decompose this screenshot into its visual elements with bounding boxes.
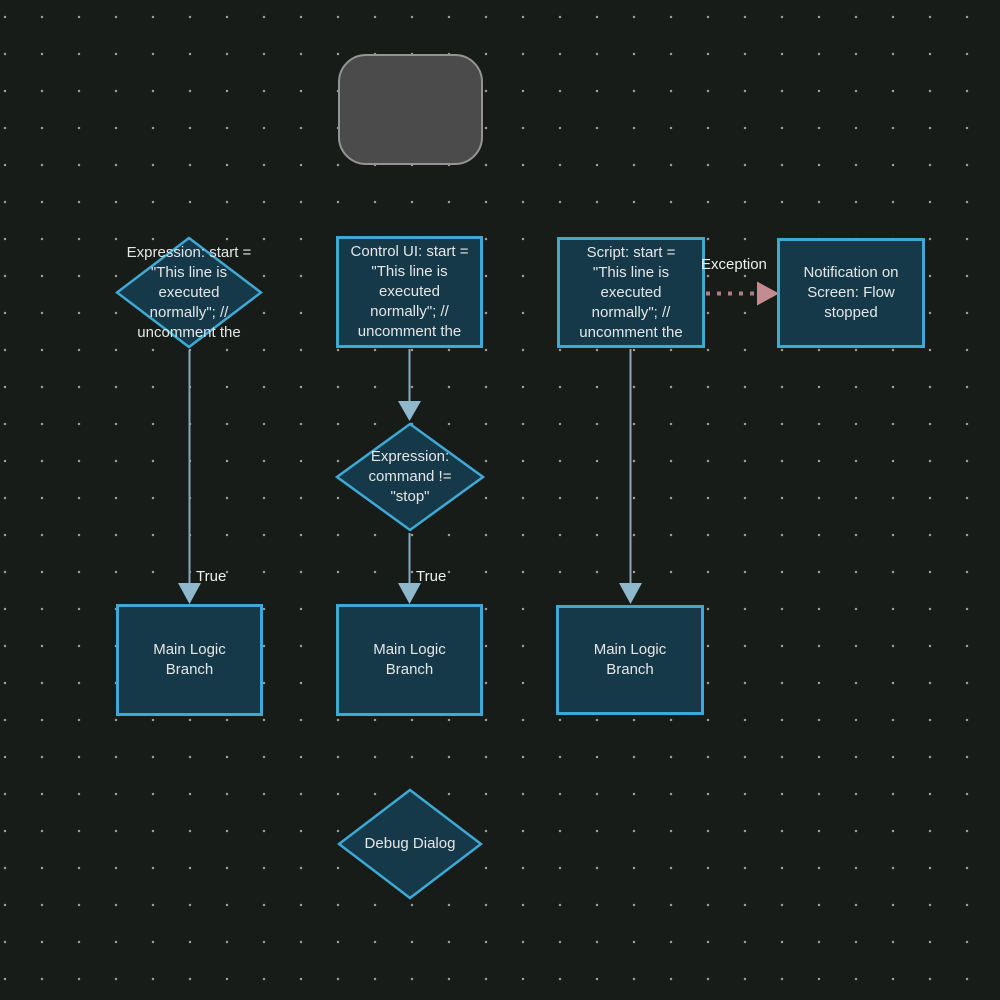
edge-label-true-1: True — [196, 568, 227, 585]
edge-expression-command-to-main-logic-2[interactable] — [398, 533, 421, 604]
node-debug-dialog[interactable]: Debug Dialog — [337, 788, 483, 900]
node-main-logic-2[interactable]: Main Logic Branch — [336, 604, 483, 716]
node-notification[interactable]: Notification on Screen: Flow stopped — [777, 238, 925, 348]
node-main-logic-1[interactable]: Main Logic Branch — [116, 604, 263, 716]
node-label: Control UI: start = "This line is execut… — [350, 243, 469, 340]
edge-label-true-2: True — [416, 568, 447, 585]
arrowhead-icon — [398, 583, 421, 604]
edge-label-exception: Exception — [701, 256, 767, 273]
diamond-shape — [337, 788, 483, 900]
arrowhead-icon — [757, 281, 779, 306]
node-start[interactable] — [338, 54, 483, 165]
edge-script-to-notification-exception[interactable] — [706, 281, 779, 306]
node-label: Main Logic Branch — [593, 641, 667, 678]
arrowhead-icon — [619, 583, 642, 604]
node-control-ui[interactable]: Control UI: start = "This line is execut… — [336, 236, 483, 348]
node-label: Main Logic Branch — [373, 641, 446, 678]
arrowhead-icon — [178, 583, 201, 604]
node-main-logic-3[interactable]: Main Logic Branch — [556, 605, 704, 715]
arrowhead-icon — [398, 401, 421, 421]
node-label: Script: start = "This line is executed n… — [579, 243, 683, 341]
edge-expression-start-to-main-logic-1[interactable] — [178, 350, 201, 604]
edge-script-to-main-logic-3[interactable] — [619, 349, 642, 604]
node-label: Main Logic Branch — [153, 641, 226, 678]
diamond-shape — [335, 422, 485, 532]
node-script[interactable]: Script: start = "This line is executed n… — [557, 237, 705, 348]
edge-control-ui-to-expression-command[interactable] — [398, 349, 421, 421]
node-label: Notification on Screen: Flow stopped — [803, 264, 899, 321]
node-expression-command[interactable]: Expression: command != "stop" — [335, 422, 485, 532]
diamond-shape — [115, 236, 263, 349]
node-expression-start[interactable]: Expression: start = "This line is execut… — [115, 236, 263, 349]
